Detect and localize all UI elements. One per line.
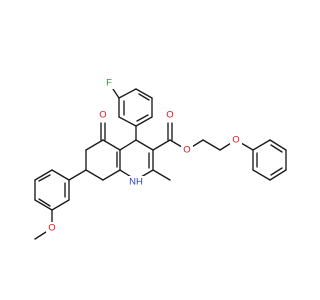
ester-oxygen-label: O: [183, 145, 190, 156]
ester-carbonyl-oxygen-label: O: [166, 110, 173, 121]
ketone-oxygen-label: O: [99, 110, 106, 121]
bond: [152, 139, 171, 151]
amine-atom: NH: [126, 176, 146, 189]
bond: [34, 199, 53, 211]
bond: [102, 139, 121, 151]
bond: [102, 169, 121, 181]
ester-carbonyl-oxygen-atom: O: [164, 108, 176, 121]
bond: [252, 139, 271, 151]
bond: [38, 198, 51, 207]
molecule-drawing: F O O O O O NH: [34, 77, 287, 240]
fluorine-label: F: [106, 78, 112, 89]
bond: [135, 88, 153, 99]
ether-oxygen-atom: O: [230, 133, 242, 146]
bond: [270, 144, 283, 153]
molecule-structure: F O O O O O NH: [34, 77, 287, 240]
bond: [118, 116, 137, 127]
bond: [152, 169, 171, 181]
bond: [135, 139, 154, 151]
bond: [34, 231, 47, 240]
bond: [138, 93, 150, 101]
ester-oxygen-atom: O: [181, 144, 193, 157]
bond: [135, 116, 153, 127]
bond: [51, 169, 70, 181]
bond: [136, 114, 149, 122]
bond: [38, 174, 51, 182]
bond: [202, 139, 221, 151]
bonds: [34, 85, 287, 240]
bond: [269, 139, 287, 151]
amine-label: NH: [129, 177, 143, 188]
bond: [34, 169, 53, 181]
bond: [270, 167, 283, 176]
bond: [118, 88, 137, 99]
bond: [269, 169, 287, 181]
atom-labels: F O O O O O NH: [46, 77, 242, 235]
ether-oxygen-label: O: [232, 135, 239, 146]
bond: [51, 199, 70, 211]
ketone-oxygen-atom: O: [97, 109, 109, 122]
methoxy-oxygen-atom: O: [46, 222, 58, 235]
bond: [68, 169, 87, 181]
bond: [85, 169, 104, 181]
bond: [85, 139, 104, 151]
fluorine-atom: F: [104, 77, 116, 89]
bond: [252, 169, 271, 181]
methoxy-oxygen-label: O: [48, 223, 55, 234]
bond: [119, 139, 137, 151]
